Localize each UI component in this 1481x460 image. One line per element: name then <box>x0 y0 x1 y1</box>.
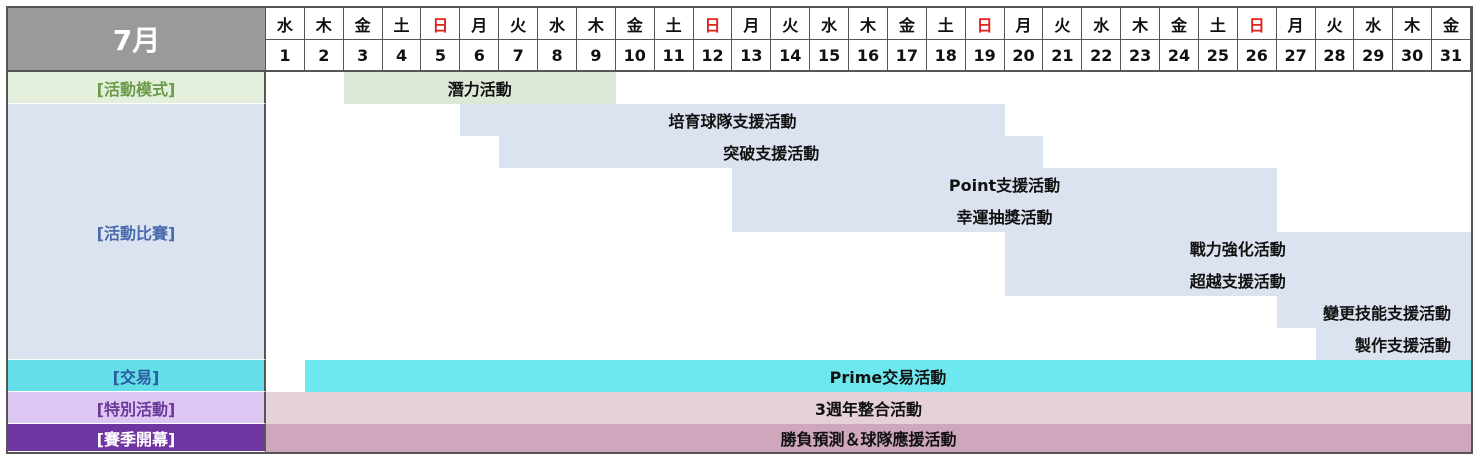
day-number: 1 <box>266 40 305 72</box>
weekday-header: 水 <box>266 8 305 40</box>
day-number: 22 <box>1082 40 1122 72</box>
day-number: 20 <box>1004 40 1044 72</box>
day-number: 25 <box>1198 40 1238 72</box>
weekday-header: 火 <box>1043 8 1083 40</box>
weekday-header: 水 <box>1354 8 1394 40</box>
weekday-header: 月 <box>1276 8 1316 40</box>
day-number: 16 <box>849 40 888 72</box>
event-bar: 超越支援活動 <box>1004 264 1471 296</box>
weekday-header: 月 <box>460 8 500 40</box>
day-number: 14 <box>771 40 811 72</box>
weekday-header: 火 <box>771 8 811 40</box>
weekday-header: 日 <box>1237 8 1277 40</box>
weekday-header: 木 <box>576 8 616 40</box>
day-number: 21 <box>1043 40 1083 72</box>
weekday-header: 日 <box>965 8 1005 40</box>
category-label-mode: [活動模式] <box>8 72 266 104</box>
day-number: 13 <box>732 40 772 72</box>
weekday-header: 木 <box>1393 8 1433 40</box>
event-bar: 培育球隊支援活動 <box>460 104 1005 136</box>
day-number: 8 <box>538 40 577 72</box>
day-number: 18 <box>926 40 966 72</box>
day-number: 15 <box>810 40 850 72</box>
weekday-header: 水 <box>1082 8 1122 40</box>
weekday-header: 日 <box>693 8 733 40</box>
weekday-header: 金 <box>887 8 927 40</box>
day-number: 26 <box>1237 40 1277 72</box>
weekday-header: 月 <box>1004 8 1044 40</box>
category-label-season: [賽季開幕] <box>8 424 266 452</box>
event-bar: 戰力強化活動 <box>1004 232 1471 264</box>
month-title: 7月 <box>8 8 266 72</box>
weekday-header: 日 <box>421 8 461 40</box>
day-number: 29 <box>1354 40 1394 72</box>
weekday-header: 金 <box>615 8 655 40</box>
day-number: 17 <box>887 40 927 72</box>
day-number: 12 <box>693 40 733 72</box>
category-label-trade: [交易] <box>8 360 266 392</box>
event-bar: 變更技能支援活動 <box>1276 296 1471 328</box>
weekday-header: 土 <box>926 8 966 40</box>
event-bar: 突破支援活動 <box>499 136 1044 168</box>
weekday-header: 金 <box>1432 8 1471 40</box>
event-bar: 製作支援活動 <box>1315 328 1471 360</box>
category-label-match: [活動比賽] <box>8 104 266 360</box>
day-number: 2 <box>304 40 344 72</box>
event-bar: 幸運抽獎活動 <box>732 200 1277 232</box>
day-number: 28 <box>1315 40 1355 72</box>
day-number: 5 <box>421 40 461 72</box>
day-number: 27 <box>1276 40 1316 72</box>
day-number: 23 <box>1121 40 1161 72</box>
weekday-header: 木 <box>304 8 344 40</box>
event-bar: 勝負預測＆球隊應援活動 <box>266 424 1471 452</box>
weekday-header: 金 <box>1160 8 1199 40</box>
day-number: 10 <box>615 40 655 72</box>
weekday-header: 土 <box>382 8 422 40</box>
event-bar: Prime交易活動 <box>304 360 1471 392</box>
weekday-header: 土 <box>654 8 694 40</box>
weekday-header: 火 <box>1315 8 1355 40</box>
day-number: 24 <box>1160 40 1199 72</box>
weekday-header: 木 <box>849 8 888 40</box>
day-number: 11 <box>654 40 694 72</box>
day-number: 30 <box>1393 40 1433 72</box>
event-bar: 3週年整合活動 <box>266 392 1471 424</box>
day-number: 6 <box>460 40 500 72</box>
weekday-header: 金 <box>343 8 383 40</box>
day-number: 4 <box>382 40 422 72</box>
event-bar: 潛力活動 <box>343 72 616 104</box>
category-label-special: [特別活動] <box>8 392 266 424</box>
weekday-header: 土 <box>1198 8 1238 40</box>
weekday-header: 木 <box>1121 8 1161 40</box>
weekday-header: 火 <box>499 8 539 40</box>
weekday-header: 月 <box>732 8 772 40</box>
day-number: 19 <box>965 40 1005 72</box>
weekday-header: 水 <box>810 8 850 40</box>
event-bar: Point支援活動 <box>732 168 1277 200</box>
weekday-header: 水 <box>538 8 577 40</box>
day-number: 7 <box>499 40 539 72</box>
day-number: 3 <box>343 40 383 72</box>
day-number: 9 <box>576 40 616 72</box>
day-number: 31 <box>1432 40 1471 72</box>
